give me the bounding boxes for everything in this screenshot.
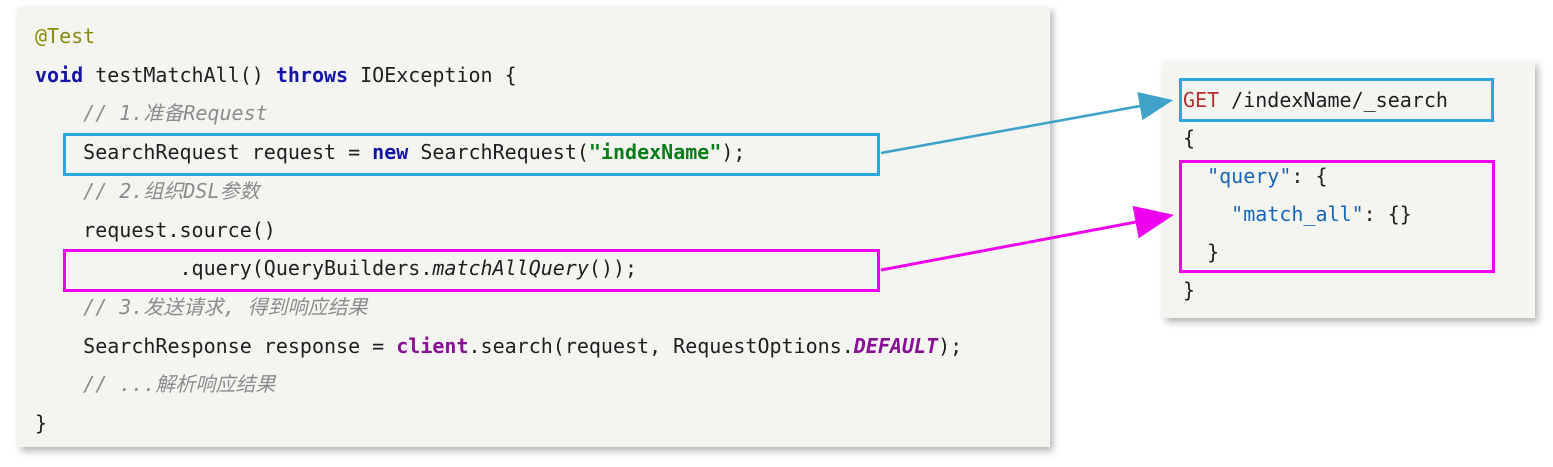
code-line: .query(QueryBuilders.matchAllQuery());	[35, 256, 638, 281]
code-line: // 3.发送请求, 得到响应结果	[83, 294, 368, 319]
code-line: "match_all": {}	[1231, 202, 1412, 226]
code-line: "query": {	[1207, 164, 1328, 188]
code-line: void testMatchAll() throws IOException {	[35, 62, 517, 87]
code-line: @Test	[35, 24, 96, 48]
code-line: request.source()	[35, 217, 276, 242]
code-line: {	[1183, 126, 1196, 150]
code-line: // 2.组织DSL参数	[83, 178, 260, 203]
code-line: SearchResponse response = client.search(…	[35, 333, 963, 358]
code-line: // 1.准备Request	[83, 101, 268, 126]
code-line: // ...解析响应结果	[83, 372, 276, 397]
dsl-preview-panel: GET /indexName/_search { "query": { "matc…	[1163, 61, 1535, 318]
code-line: SearchRequest request = new SearchReques…	[35, 140, 746, 165]
code-line: }	[1183, 278, 1196, 302]
code-line: }	[1183, 240, 1220, 264]
java-code-block: @Test void testMatchAll() throws IOExcept…	[18, 7, 1050, 443]
dsl-code-block: GET /indexName/_search { "query": { "matc…	[1163, 61, 1535, 309]
code-line: }	[35, 411, 48, 436]
java-code-panel: @Test void testMatchAll() throws IOExcept…	[18, 7, 1050, 447]
code-line: GET /indexName/_search	[1183, 88, 1448, 112]
